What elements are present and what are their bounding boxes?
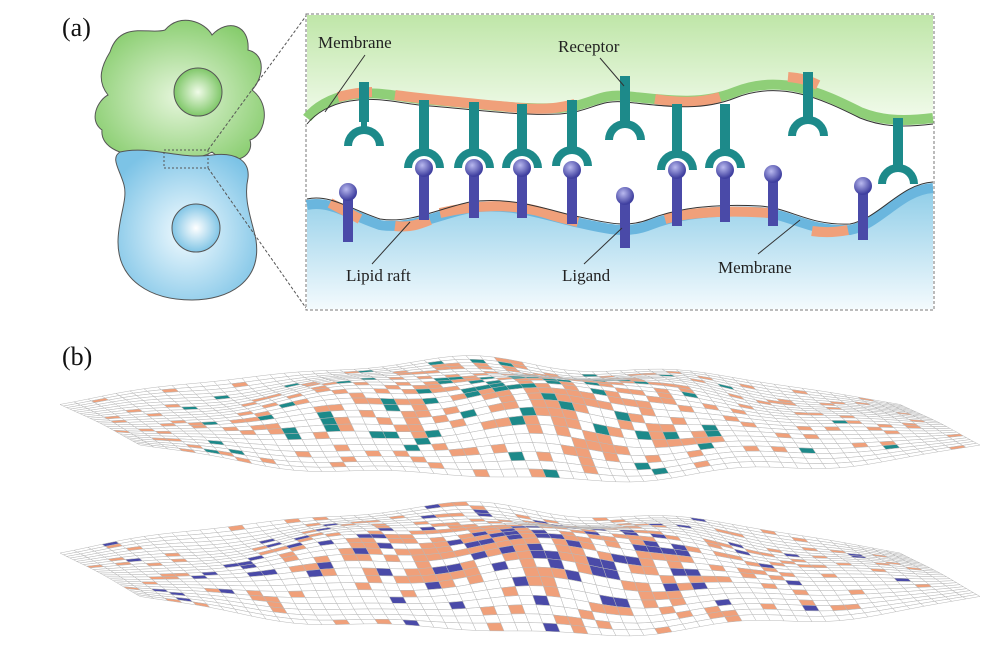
ligand [764, 165, 782, 226]
top-membrane-edge [306, 90, 934, 127]
receptor [552, 100, 592, 166]
top-cell-region [307, 15, 933, 120]
ligands [339, 159, 872, 248]
mesh-cell [928, 574, 948, 578]
receptor [502, 104, 542, 168]
ligand [616, 187, 634, 248]
blue-nucleus [171, 203, 221, 253]
receptor [454, 102, 494, 168]
receptor [404, 100, 444, 168]
receptor [878, 118, 918, 184]
zoom-line-bottom [207, 167, 307, 309]
top-membrane-surface [59, 355, 981, 483]
top-rafts [336, 72, 821, 114]
membrane-detail: Membrane Receptor Lipid raft Ligand Memb… [303, 13, 935, 311]
green-nucleus [173, 67, 223, 117]
receptor [788, 72, 828, 136]
ligand [854, 177, 872, 240]
receptor [605, 76, 645, 140]
zoom-box [163, 149, 209, 169]
bottom-membrane-surface [59, 501, 981, 637]
ligand [563, 161, 581, 224]
leader-ligand [583, 227, 623, 265]
label-ligand: Ligand [562, 266, 611, 285]
ligand [339, 183, 357, 242]
leader-receptor [599, 57, 625, 87]
leader-lipid-raft [371, 221, 411, 265]
cell-illustration [94, 15, 307, 309]
label-receptor: Receptor [558, 37, 620, 56]
top-membrane [303, 79, 934, 125]
label-membrane-top: Membrane [318, 33, 392, 52]
ligand [716, 161, 734, 222]
ligand [513, 159, 531, 218]
mesh-cell [961, 442, 981, 448]
ligand [668, 161, 686, 226]
label-membrane-bottom: Membrane [718, 258, 792, 277]
ligand [465, 159, 483, 218]
label-lipid-raft: Lipid raft [346, 266, 411, 285]
ligand [415, 159, 433, 220]
receptor [705, 104, 745, 168]
receptors [344, 72, 918, 184]
panel-b-label: (b) [62, 342, 92, 371]
panel-a-label: (a) [62, 13, 91, 42]
receptor [657, 104, 697, 170]
leader-membrane-bottom [757, 219, 801, 255]
receptor [344, 82, 384, 146]
zoom-line-top [207, 15, 307, 151]
leader-membrane-top [324, 54, 366, 113]
mesh-cell [961, 594, 981, 600]
